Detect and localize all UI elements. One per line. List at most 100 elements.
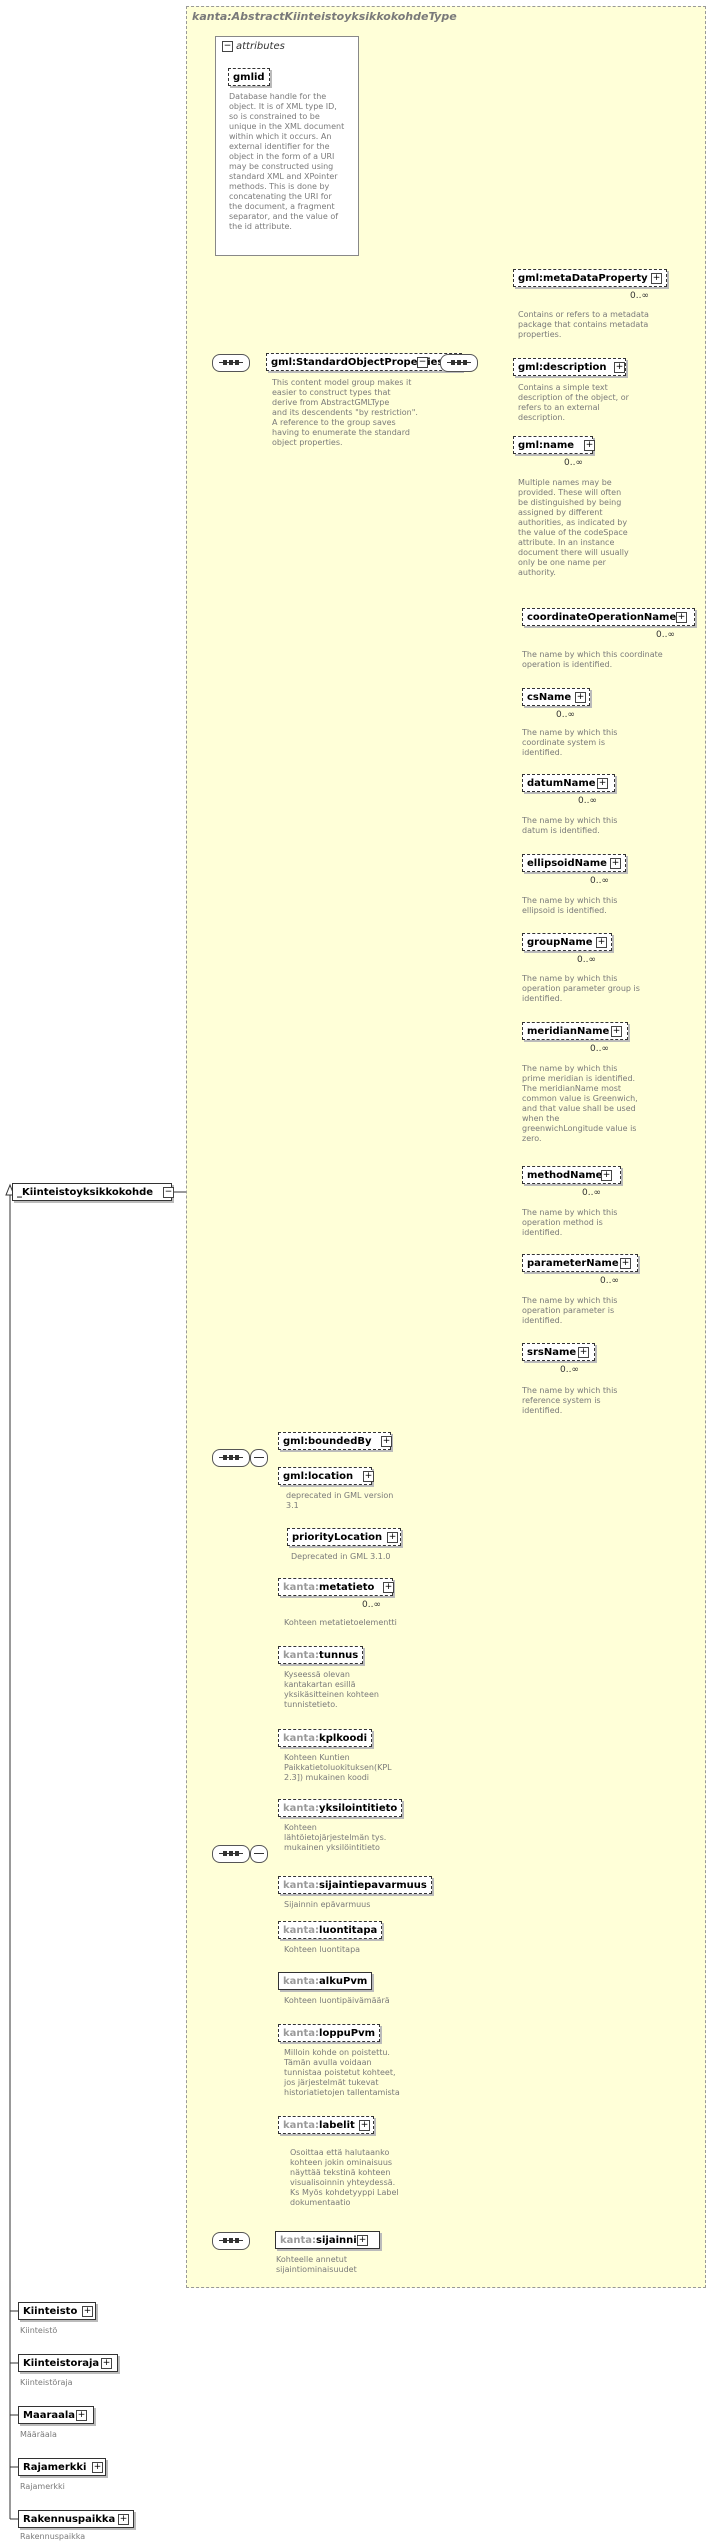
gmlid-attribute[interactable]: gmlid [228, 68, 270, 86]
expand-icon[interactable]: + [381, 1436, 392, 1447]
subtype-description: Rajamerkki [20, 2482, 65, 2491]
element-description: Kohteen luontipäivämäärä [284, 1996, 390, 2005]
multiplicity: 0..∞ [556, 710, 575, 720]
element-description: Contains a simple text description of th… [518, 383, 629, 422]
element-description: The name by which this prime meridian is… [522, 1064, 638, 1143]
element-kanta-metatieto[interactable]: kanta:metatieto [278, 1578, 394, 1596]
element-priority-location[interactable]: priorityLocation [287, 1528, 402, 1546]
element-parameter-name[interactable]: parameterName [522, 1254, 638, 1272]
attributes-title: attributes [236, 41, 285, 52]
expand-icon[interactable]: + [118, 2514, 129, 2525]
element-gml-description[interactable]: gml:description [513, 358, 626, 376]
element-gml-metadataproperty[interactable]: gml:metaDataProperty [513, 269, 667, 287]
subtype-description: Määräala [20, 2430, 57, 2439]
expand-icon[interactable]: + [76, 2410, 87, 2421]
expand-icon[interactable]: + [596, 937, 607, 948]
element-description: deprecated in GML version 3.1 [286, 1491, 394, 1510]
sequence-icon [212, 2232, 250, 2250]
element-kanta-tunnus[interactable]: kanta:tunnus [278, 1646, 364, 1664]
expand-icon[interactable]: + [357, 2235, 368, 2246]
root-element-kiinteistoyksikkokohde[interactable]: _Kiinteistoyksikkokohde [12, 1183, 173, 1201]
multiplicity: 0..∞ [590, 1044, 609, 1054]
element-gml-boundedby[interactable]: gml:boundedBy [278, 1432, 391, 1450]
subtype-maaraala[interactable]: Maaraala [18, 2406, 95, 2424]
subtype-rakennuspaikka[interactable]: Rakennuspaikka [18, 2510, 135, 2528]
element-srs-name[interactable]: srsName [522, 1343, 596, 1361]
sequence-icon [212, 1845, 250, 1863]
multiplicity: 0..∞ [590, 876, 609, 886]
expand-icon[interactable]: + [575, 692, 586, 703]
element-description: Deprecated in GML 3.1.0 [291, 1552, 391, 1561]
expand-icon[interactable]: + [387, 1532, 398, 1543]
element-kanta-sijaintiepavarmuus[interactable]: kanta:sijaintiepavarmuus [278, 1876, 432, 1894]
multiplicity: 0..∞ [577, 955, 596, 965]
element-kanta-kplkoodi[interactable]: kanta:kplkoodi [278, 1729, 372, 1747]
element-gml-name[interactable]: gml:name [513, 436, 594, 454]
element-description: The name by which this reference system … [522, 1386, 618, 1415]
element-kanta-alkupvm[interactable]: kanta:alkuPvm [278, 1972, 373, 1990]
multiplicity: 0..∞ [362, 1600, 381, 1610]
multiplicity: 0..∞ [582, 1188, 601, 1198]
element-kanta-yksilointitieto[interactable]: kanta:yksilointitieto [278, 1799, 403, 1817]
element-description: Kohteelle annetut sijaintiominaisuudet [276, 2255, 357, 2274]
element-ellipsoid-name[interactable]: ellipsoidName [522, 854, 626, 872]
expand-icon[interactable]: + [82, 2306, 93, 2317]
expand-icon[interactable]: + [359, 2120, 370, 2131]
element-kanta-luontitapa[interactable]: kanta:luontitapa [278, 1921, 383, 1939]
element-kanta-loppupvm[interactable]: kanta:loppuPvm [278, 2024, 381, 2042]
sequence-icon [440, 354, 478, 372]
expand-icon[interactable]: + [363, 1471, 374, 1482]
element-description: The name by which this coordinate system… [522, 728, 618, 757]
expand-icon[interactable]: + [610, 858, 621, 869]
expand-icon[interactable]: + [651, 273, 662, 284]
std-group-description: This content model group makes it easier… [272, 378, 418, 447]
element-gml-location[interactable]: gml:location [278, 1467, 373, 1485]
collapse-icon[interactable]: − [417, 357, 428, 368]
element-cs-name[interactable]: csName [522, 688, 591, 706]
element-description: The name by which this datum is identifi… [522, 816, 618, 835]
element-description: Sijainnin epävarmuus [284, 1900, 371, 1909]
element-kanta-labelit[interactable]: kanta:labelit [278, 2116, 374, 2134]
multiplicity: 0..∞ [564, 458, 583, 468]
subtype-description: Kiinteistö [20, 2326, 58, 2335]
expand-icon[interactable]: + [601, 1170, 612, 1181]
expand-icon[interactable]: + [614, 362, 625, 373]
collapse-icon[interactable]: − [163, 1187, 174, 1198]
expand-icon[interactable]: + [597, 778, 608, 789]
expand-icon[interactable]: + [578, 1347, 589, 1358]
choice-icon [250, 1449, 268, 1467]
complex-type-group [186, 6, 706, 2288]
element-method-name[interactable]: methodName [522, 1166, 622, 1184]
expand-icon[interactable]: + [584, 440, 595, 451]
subtype-rajamerkki[interactable]: Rajamerkki [18, 2458, 106, 2476]
element-description: The name by which this operation paramet… [522, 1296, 618, 1325]
expand-icon[interactable]: + [611, 1026, 622, 1037]
expand-icon[interactable]: + [383, 1582, 394, 1593]
subtype-description: Rakennuspaikka [20, 2532, 86, 2541]
gml-standard-object-properties-group[interactable]: gml:StandardObjectProperties [266, 353, 463, 371]
element-description: Kohteen metatietoelementti [284, 1618, 397, 1627]
subtype-kiinteistoraja[interactable]: Kiinteistoraja [18, 2354, 119, 2372]
element-meridian-name[interactable]: meridianName [522, 1022, 629, 1040]
expand-icon[interactable]: + [620, 1258, 631, 1269]
complex-type-title: kanta:AbstractKiinteistoyksikkokohdeType [192, 10, 457, 23]
subtype-description: Kiinteistöraja [20, 2378, 73, 2387]
collapse-icon[interactable]: − [222, 41, 233, 52]
expand-icon[interactable]: + [101, 2358, 112, 2369]
sequence-icon [250, 1845, 268, 1863]
element-kanta-sijainnit[interactable]: kanta:sijainnit [275, 2231, 381, 2249]
expand-icon[interactable]: + [676, 612, 687, 623]
expand-icon[interactable]: + [92, 2462, 103, 2473]
element-group-name[interactable]: groupName [522, 933, 612, 951]
subtype-kiinteisto[interactable]: Kiinteisto [18, 2302, 97, 2320]
element-description: Contains or refers to a metadata package… [518, 310, 649, 339]
element-description: Kohteen Kuntien Paikkatietoluokituksen(K… [284, 1753, 392, 1782]
element-description: The name by which this operation paramet… [522, 974, 640, 1003]
multiplicity: 0..∞ [630, 291, 649, 301]
element-coordinate-operation-name[interactable]: coordinateOperationName [522, 608, 696, 626]
element-description: The name by which this ellipsoid is iden… [522, 896, 618, 915]
element-description: Kohteen luontitapa [284, 1945, 361, 1954]
element-description: Kohteen lähtöietojärjestelmän tys. mukai… [284, 1823, 387, 1852]
sequence-icon [212, 1449, 250, 1467]
element-datum-name[interactable]: datumName [522, 774, 615, 792]
